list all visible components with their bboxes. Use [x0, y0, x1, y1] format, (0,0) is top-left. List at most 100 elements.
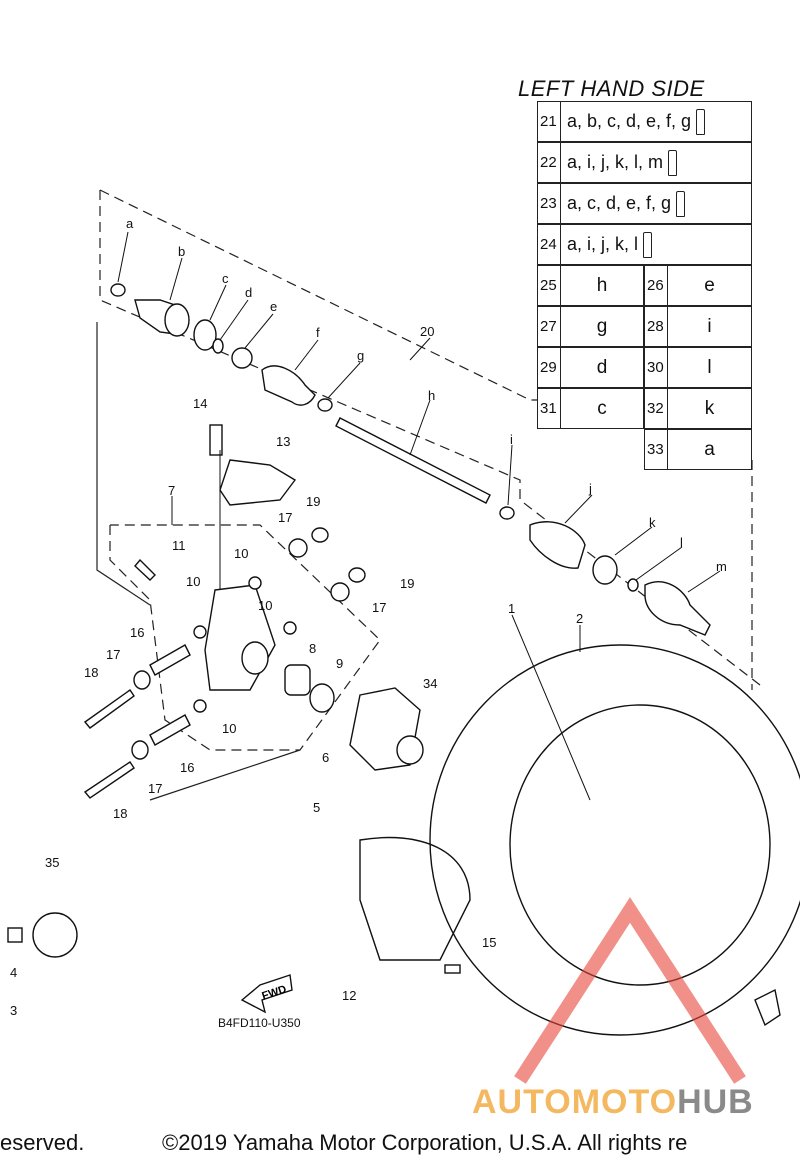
callout-10-b: 10 — [186, 574, 200, 589]
callout-11: 11 — [172, 538, 186, 553]
callout-j: j — [588, 481, 592, 496]
bracket-13 — [219, 459, 297, 506]
copyright-left: eserved. — [0, 1130, 85, 1155]
table-value-text: a, c, d, e, f, g — [567, 193, 672, 213]
table-value-cell: i — [667, 306, 752, 347]
callout-labels: a b c d e f g h i j k l m 1 2 3 4 5 6 7 … — [10, 216, 727, 1018]
valve-stem — [754, 988, 781, 1027]
watermark-part1: AUTOMOTO — [472, 1083, 678, 1121]
table-value-text: a, i, j, k, l — [567, 234, 639, 254]
bolt-18-upper — [83, 689, 135, 729]
table-value-cell: l — [667, 347, 752, 388]
bushing-17-upper — [288, 538, 308, 558]
callout-l: l — [680, 535, 683, 550]
cap-19-right — [348, 567, 366, 583]
table-num-cell: 25 — [537, 265, 561, 306]
table-value-cell: h — [560, 265, 644, 306]
table-num-cell: 30 — [644, 347, 668, 388]
callout-20: 20 — [420, 324, 434, 339]
callout-f: f — [316, 325, 320, 340]
callout-5: 5 — [313, 800, 320, 815]
callout-12: 12 — [342, 988, 356, 1003]
callout-10-d: 10 — [222, 721, 236, 736]
table-value-cell: a, b, c, d, e, f, g — [560, 101, 752, 142]
band-e — [231, 347, 253, 369]
callout-34: 34 — [423, 676, 437, 691]
table-num-cell: 33 — [644, 429, 668, 470]
table-num-cell: 24 — [537, 224, 561, 265]
callout-18-upper: 18 — [84, 665, 98, 680]
circlip-a — [110, 283, 126, 297]
table-value-cell: k — [667, 388, 752, 429]
grease-tube-icon — [696, 108, 706, 135]
callout-8: 8 — [309, 641, 316, 656]
table-value-text: a, b, c, d, e, f, g — [567, 111, 692, 131]
table-value-cell: a, i, j, k, l, m — [560, 142, 752, 183]
table-value-cell: a — [667, 429, 752, 470]
table-value-cell: c — [560, 388, 644, 429]
callout-b: b — [178, 244, 185, 259]
watermark-part2: HUB — [677, 1083, 754, 1121]
knuckle-dashed-boundary — [109, 524, 381, 751]
table-value-text: a, i, j, k, l, m — [567, 152, 664, 172]
collar-10-d — [193, 699, 207, 713]
band-k — [592, 555, 618, 585]
fitting-11 — [134, 558, 156, 581]
watermark-logo — [514, 897, 746, 1084]
leader-lines — [117, 231, 721, 801]
bushing-17-right — [330, 582, 350, 602]
table-num-cell: 23 — [537, 183, 561, 224]
callout-15: 15 — [482, 935, 496, 950]
driveshaft-dashed-boundary — [99, 189, 761, 690]
driveshaft-parts — [110, 283, 711, 636]
nut-4 — [7, 927, 23, 943]
band-g — [317, 398, 333, 412]
fwd-arrow-icon: FWD — [240, 974, 293, 1014]
table-value-cell: a, c, d, e, f, g — [560, 183, 752, 224]
circlip-d — [212, 338, 224, 354]
sleeve-16-lower — [149, 714, 191, 746]
table-num-cell: 31 — [537, 388, 561, 429]
callout-17-right: 17 — [372, 600, 386, 615]
knuckle-parts — [83, 424, 366, 799]
collar-10-c — [283, 621, 297, 635]
bushing-17-left-lower — [131, 740, 149, 760]
cap-19-upper — [311, 527, 329, 543]
cap-35 — [32, 912, 78, 958]
sleeve-16-upper — [149, 644, 191, 676]
callout-13: 13 — [276, 434, 290, 449]
solid-boundary — [96, 322, 301, 801]
callout-16-lower: 16 — [180, 760, 194, 775]
callout-35: 35 — [45, 855, 59, 870]
callout-7: 7 — [168, 483, 175, 498]
collar-10-b — [193, 625, 207, 639]
callout-17-left-lower: 17 — [148, 781, 162, 796]
callout-g: g — [357, 348, 364, 363]
callout-4: 4 — [10, 965, 17, 980]
callout-14: 14 — [193, 396, 207, 411]
grease-tube-icon — [668, 149, 678, 176]
table-value-cell: a, i, j, k, l — [560, 224, 752, 265]
copyright-main: ©2019 Yamaha Motor Corporation, U.S.A. A… — [162, 1130, 688, 1155]
watermark-text: AUTOMOTOHUB — [472, 1083, 754, 1122]
callout-a: a — [126, 216, 134, 231]
table-num-cell: 21 — [537, 101, 561, 142]
callout-17-left-upper: 17 — [106, 647, 120, 662]
hub-and-wheel — [7, 644, 800, 1036]
callout-9: 9 — [336, 656, 343, 671]
grease-tube-icon — [643, 231, 653, 258]
table-value-cell: d — [560, 347, 644, 388]
bolt-18-lower — [83, 761, 135, 799]
collar-10-a — [248, 576, 262, 590]
diagram-code: B4FD110-U350 — [218, 1016, 301, 1030]
callout-6: 6 — [322, 750, 329, 765]
callout-18-lower: 18 — [113, 806, 127, 821]
callout-17-upper: 17 — [278, 510, 292, 525]
table-num-cell: 27 — [537, 306, 561, 347]
callout-k: k — [649, 515, 656, 530]
callout-16-upper: 16 — [130, 625, 144, 640]
table-num-cell: 29 — [537, 347, 561, 388]
callout-10-c: 10 — [258, 598, 272, 613]
callout-1: 1 — [508, 601, 515, 616]
